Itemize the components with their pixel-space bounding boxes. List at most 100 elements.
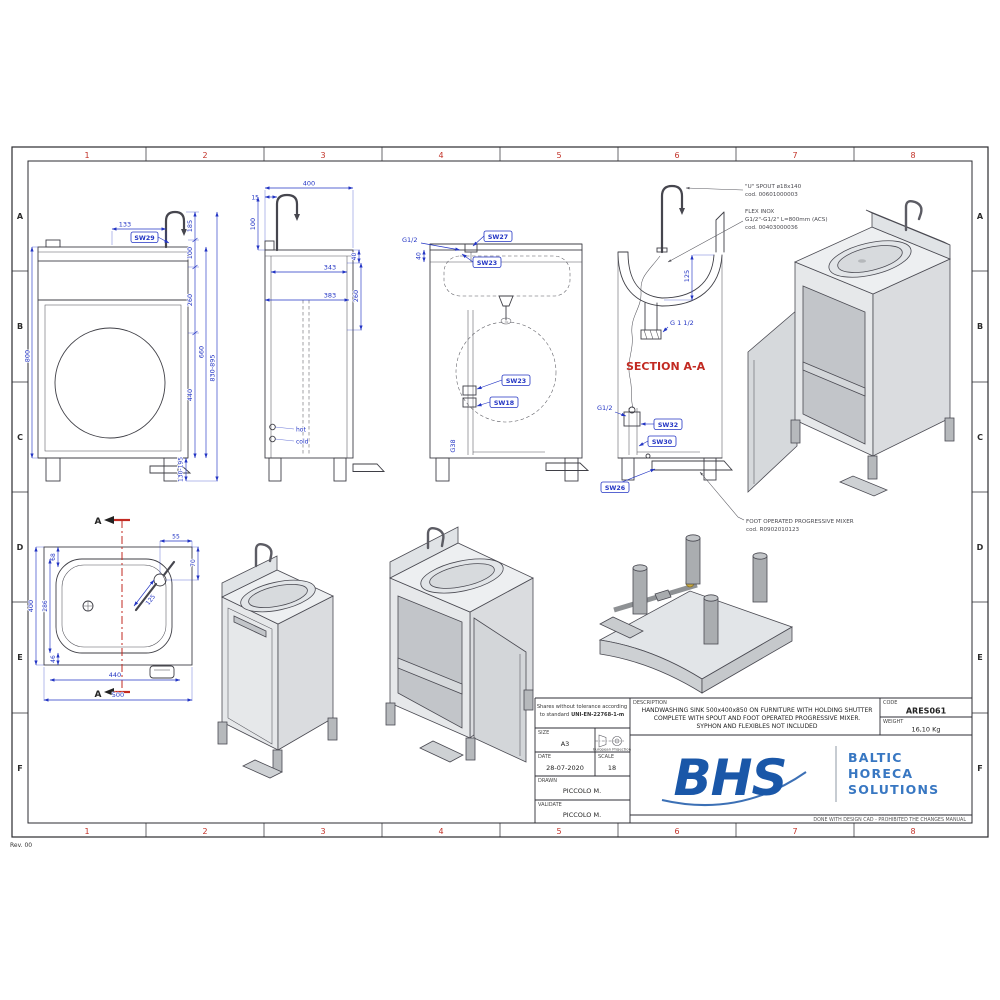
dim-830-895: 830-895 — [209, 354, 217, 381]
iso-tap — [254, 542, 273, 568]
logo-swoosh — [661, 771, 807, 807]
description-line1: HANDWASHING SINK 500x400x850 ON FURNITUR… — [642, 707, 873, 714]
grid-col-label: 7 — [792, 827, 797, 836]
spout-callout: "U" SPOUT ø18x140 cod. 00601000003 — [685, 184, 802, 198]
iso-foot-pedal — [419, 740, 464, 763]
grid-row-label: A — [977, 212, 984, 221]
brand-name-text: BHS — [674, 749, 787, 807]
sw29-label: SW29 — [130, 231, 170, 244]
footer-note: DONE WITH DESIGN CAD - PROHIBITED THE CH… — [813, 817, 966, 823]
drawn-label: DRAWN — [538, 778, 557, 784]
dim-100: 100 — [186, 247, 194, 259]
flex-callout-line1: FLEX INOX — [745, 209, 774, 215]
dim-133: 133 — [119, 221, 131, 229]
sw23-top-text: SW23 — [477, 260, 497, 267]
grid-col-label: 4 — [438, 827, 443, 836]
sw26-text: SW26 — [605, 485, 626, 492]
iso-tap — [426, 526, 445, 550]
brand-word-horeca: HORECA — [848, 766, 913, 781]
front-view-outline — [37, 210, 192, 482]
sw30-label: SW30 — [638, 435, 677, 447]
internal-view-outline — [429, 243, 590, 482]
description-line2: COMPLETE WITH SPOUT AND FOOT OPERATED PR… — [654, 715, 860, 722]
grid-col-label: 2 — [202, 151, 207, 160]
grid-row-label: F — [977, 764, 982, 773]
internal-view-labels: G1/2 40 SW27 SW23 SW23 SW18 G38 — [401, 230, 531, 453]
section-label-bottom: A — [95, 690, 102, 700]
plan-view-dimensions: 400 68 286 46 70 55 125 440 500 — [26, 533, 200, 702]
sw29-text: SW29 — [134, 235, 154, 242]
tolerance-line1: Shares without tolerance according — [537, 704, 627, 710]
grid-row-label: D — [17, 543, 24, 552]
sw18-text: SW18 — [494, 400, 514, 407]
grid-row-label: A — [17, 212, 24, 221]
front-view: 133 800 185 100 260 440 660 830-895 130-… — [23, 210, 219, 483]
dim-130-195: 130-195 — [178, 457, 185, 482]
drain-hole — [858, 259, 866, 263]
weight-label: WEIGHT — [883, 719, 904, 725]
dim-400-plan: 400 — [27, 600, 35, 612]
dim-70: 70 — [190, 559, 197, 567]
section-view-labels: 125 G 1 1/2 SECTION A-A G1/2 SW32 SW30 S… — [596, 184, 854, 533]
section-view: 125 G 1 1/2 SECTION A-A G1/2 SW32 SW30 S… — [596, 184, 854, 533]
grid-row-label: E — [17, 653, 22, 662]
sw30-text: SW30 — [652, 439, 673, 446]
iso-view-closed — [217, 542, 338, 779]
code-label: CODE — [883, 700, 897, 706]
grid-row-label: B — [17, 322, 23, 331]
validate-value: PICCOLO M. — [563, 811, 601, 819]
grid-col-label: 8 — [910, 151, 915, 160]
dim-800: 800 — [24, 350, 32, 362]
grid-col-label: 1 — [84, 151, 89, 160]
g12-section-label: G1/2 — [597, 404, 613, 412]
cold-label: cold — [296, 439, 309, 446]
section-cut-line: A A — [95, 516, 130, 700]
sw26-label: SW26 — [600, 468, 656, 493]
grid-col-label: 1 — [84, 827, 89, 836]
size-label: SIZE — [538, 730, 549, 736]
projection-label: European Projection — [593, 747, 632, 752]
door-grip-slot — [233, 615, 267, 638]
grid-col-label: 5 — [556, 827, 561, 836]
projection-symbol — [595, 734, 624, 748]
brand-word-baltic: BALTIC — [848, 750, 903, 765]
grid-col-label: 8 — [910, 827, 915, 836]
dim-286: 286 — [42, 600, 49, 612]
side-view-dimensions: 400 15 100 40 343 260 383 hot cold — [248, 179, 363, 446]
grid-col-label: 3 — [320, 827, 325, 836]
dim-440: 440 — [109, 671, 121, 679]
title-block: Shares without tolerance according to st… — [534, 697, 972, 823]
front-view-dimensions: 133 800 185 100 260 440 660 830-895 130-… — [23, 211, 219, 483]
scale-label: SCALE — [598, 754, 614, 760]
grid-col-label: 2 — [202, 827, 207, 836]
grid-col-label: 7 — [792, 151, 797, 160]
grid-reference-labels: 1 2 3 4 5 6 7 8 1 2 3 4 5 6 7 8 A B C D … — [17, 151, 984, 836]
sw18-label: SW18 — [476, 396, 519, 408]
dim-46: 46 — [50, 655, 57, 663]
grid-row-label: B — [977, 322, 983, 331]
hot-label: hot — [296, 427, 306, 434]
validate-label: VALIDATE — [538, 802, 562, 808]
mixer-callout-line1: FOOT OPERATED PROGRESSIVE MIXER — [746, 519, 854, 525]
sw32-text: SW32 — [658, 422, 678, 429]
pedal-linkage-bar — [613, 582, 698, 613]
g112-label: G 1 1/2 — [670, 319, 694, 327]
dim-260-side: 260 — [352, 290, 360, 302]
dim-100-side: 100 — [249, 218, 257, 230]
plan-view: A A 400 68 286 46 70 55 125 440 500 — [26, 516, 200, 702]
g12-label: G1/2 — [402, 236, 418, 244]
side-view: 400 15 100 40 343 260 383 hot cold — [248, 179, 386, 482]
grid-row-label: F — [17, 764, 22, 773]
dim-260: 260 — [186, 294, 194, 306]
spout-callout-line1: "U" SPOUT ø18x140 — [745, 184, 802, 190]
date-label: DATE — [538, 754, 551, 760]
flex-callout-line2: G1/2"-G1/2" L=800mm (ACS) — [745, 217, 828, 223]
size-value: A3 — [561, 740, 570, 748]
weight-value: 16,10 Kg — [911, 726, 940, 734]
iso-foot-pedal — [242, 759, 283, 779]
date-value: 28-07-2020 — [546, 764, 584, 772]
grid-col-label: 5 — [556, 151, 561, 160]
sw23-top-label: SW23 — [461, 253, 502, 268]
